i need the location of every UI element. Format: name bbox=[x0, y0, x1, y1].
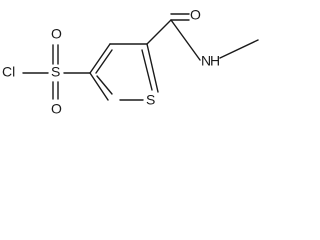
atom-oxygen-upper: O bbox=[51, 26, 62, 42]
bond-c2-c3-double bbox=[96, 75, 113, 95]
atom-sulfur-ring: S bbox=[146, 92, 155, 108]
bond-c5-sring bbox=[146, 43, 159, 93]
atom-hydrogen: H bbox=[210, 53, 220, 69]
bond-c5-sring-double bbox=[141, 49, 153, 91]
bond-carbonyl-n bbox=[170, 19, 201, 61]
atom-chlorine: Cl bbox=[2, 64, 15, 80]
bond-c2-c3 bbox=[89, 72, 109, 101]
bond-c5-carbonyl bbox=[146, 19, 172, 45]
bond-c3-c4-double bbox=[95, 49, 113, 74]
bond-n-methyl bbox=[219, 39, 259, 59]
atom-oxygen-lower: O bbox=[51, 101, 62, 117]
atom-oxygen-carbonyl: O bbox=[190, 7, 201, 23]
atom-sulfur-sulfonyl: S bbox=[51, 64, 60, 80]
atom-nitrogen: N bbox=[201, 53, 211, 69]
bond-c3-c4 bbox=[89, 43, 111, 74]
chemical-structure: Cl S O O S O N H bbox=[2, 7, 259, 117]
